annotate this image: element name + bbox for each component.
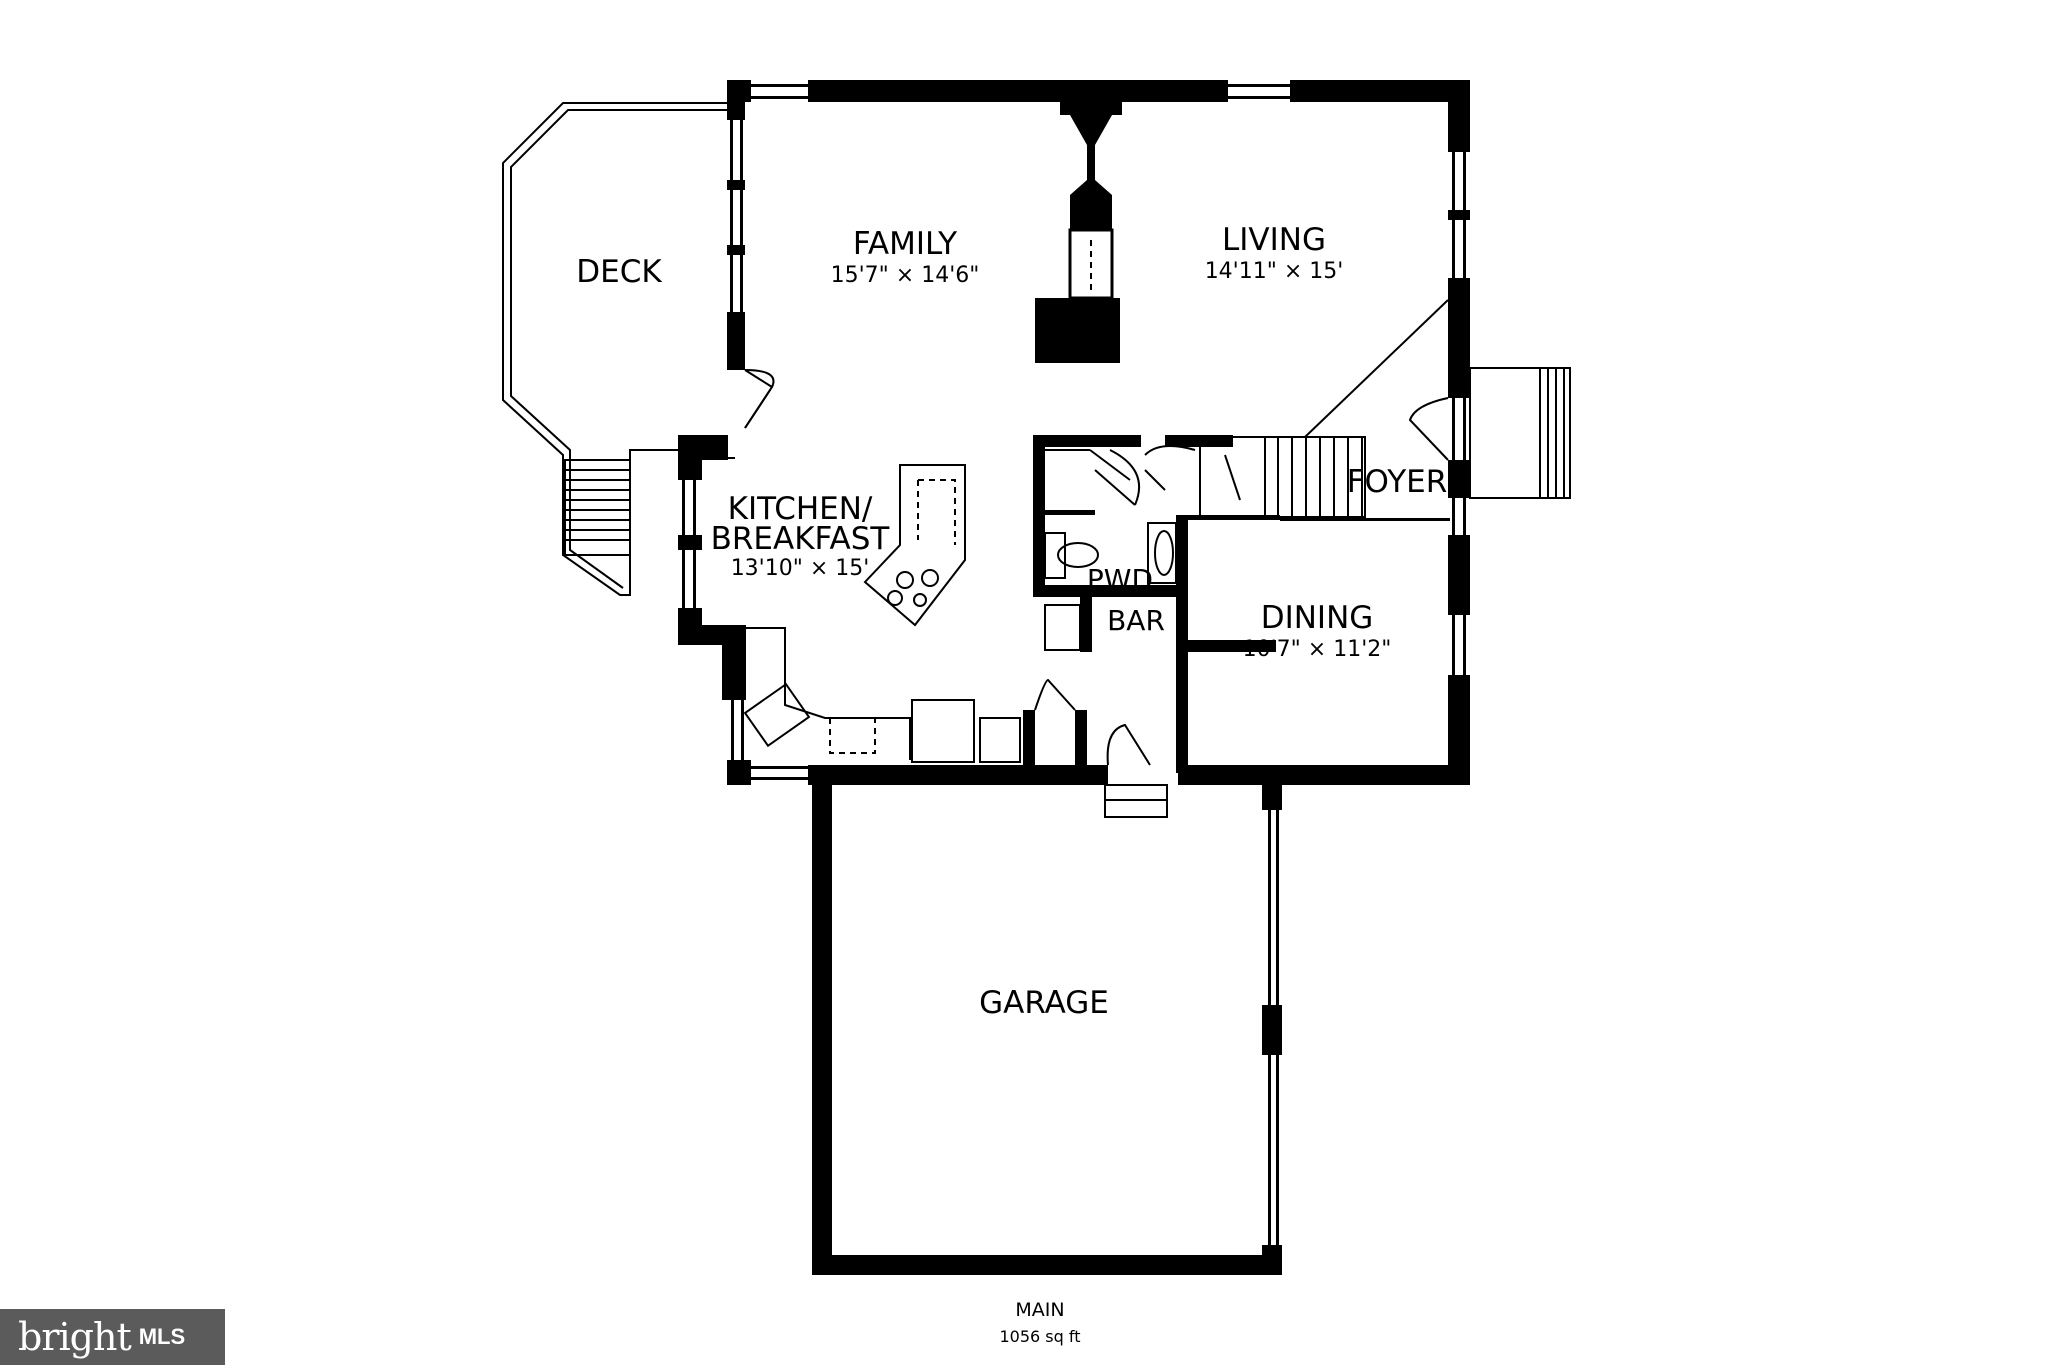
kitchen-dims: 13'10" × 15' bbox=[731, 556, 870, 581]
floor-info: MAIN 1056 sq ft bbox=[999, 1299, 1080, 1346]
kitchen-island bbox=[863, 464, 966, 627]
bar-label: BAR bbox=[1107, 604, 1165, 637]
room-labels: DECK FAMILY 15'7" × 14'6" LIVING 14'11" … bbox=[576, 222, 1447, 1021]
dining-label: DINING bbox=[1261, 600, 1374, 636]
deck-label: DECK bbox=[576, 254, 662, 290]
foyer-label: FOYER bbox=[1347, 464, 1448, 500]
doors bbox=[744, 369, 1449, 818]
family-label: FAMILY bbox=[853, 226, 957, 262]
kitchen-label-line2: BREAKFAST bbox=[711, 521, 891, 557]
interior-stairs bbox=[1199, 299, 1449, 518]
living-dims: 14'11" × 15' bbox=[1205, 259, 1344, 284]
garage-walls bbox=[812, 785, 1282, 1275]
floor-area: 1056 sq ft bbox=[999, 1327, 1080, 1346]
exterior-walls bbox=[678, 80, 1470, 785]
floor-name: MAIN bbox=[1015, 1299, 1064, 1321]
dining-dims: 10'7" × 11'2" bbox=[1243, 637, 1392, 662]
powder-room-fixtures bbox=[1044, 522, 1177, 651]
logo-suffix: MLS bbox=[138, 1324, 186, 1349]
kitchen-label-line1: KITCHEN/ bbox=[728, 491, 873, 527]
fireplace bbox=[1035, 100, 1122, 363]
pwd-label: PWD bbox=[1087, 563, 1153, 596]
garage-label: GARAGE bbox=[979, 985, 1109, 1021]
front-steps bbox=[1469, 367, 1571, 499]
deck-stairs bbox=[564, 459, 631, 556]
kitchen-counters bbox=[743, 627, 1021, 763]
living-label: LIVING bbox=[1222, 222, 1326, 258]
family-dims: 15'7" × 14'6" bbox=[831, 263, 980, 288]
logo-word: bright bbox=[18, 1315, 132, 1359]
deck-structure bbox=[502, 102, 735, 596]
bright-mls-logo: bright MLS bbox=[0, 1309, 225, 1365]
